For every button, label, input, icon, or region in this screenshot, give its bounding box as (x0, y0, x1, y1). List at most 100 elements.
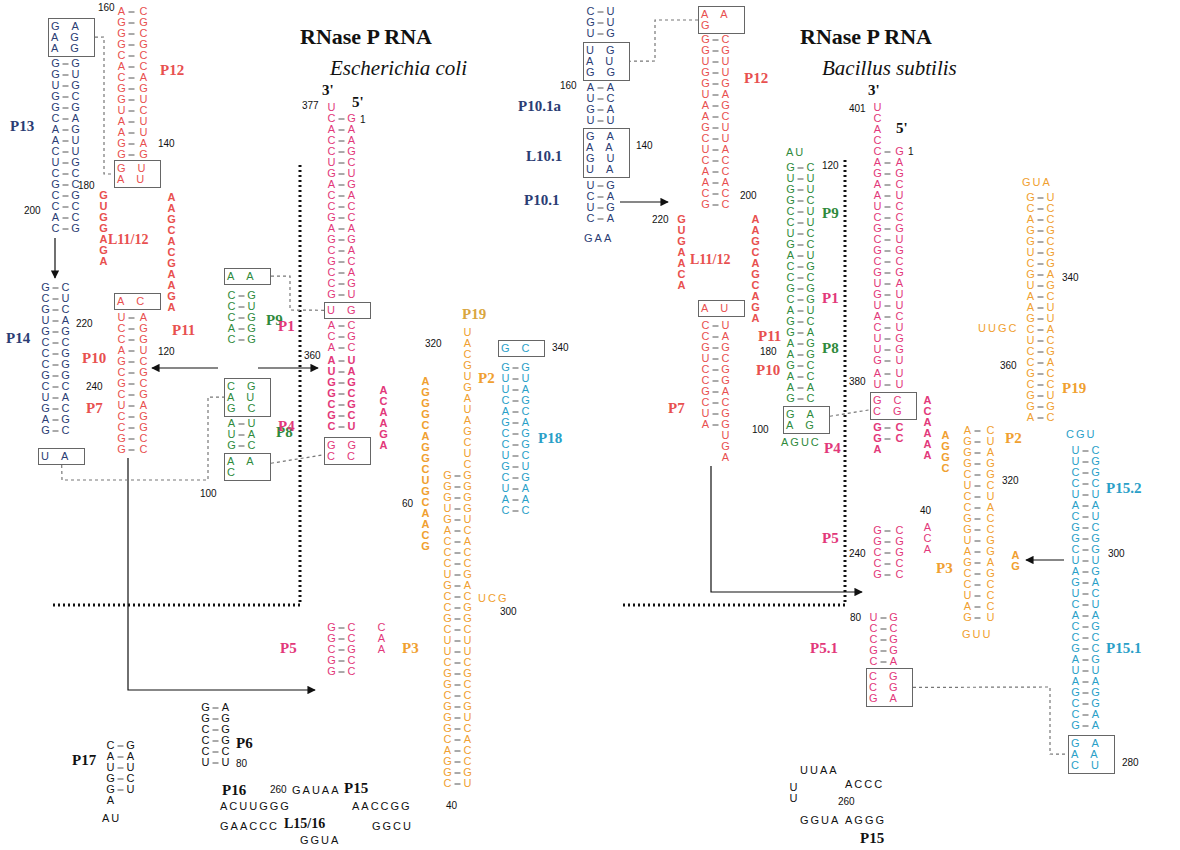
base-pair-tick (213, 752, 219, 753)
base-pair-tick (455, 740, 461, 741)
species-name: Escherichia coli (330, 56, 467, 80)
base-pair-tick (1083, 528, 1089, 529)
sequence-strand: CCGUCCGCUA (700, 320, 711, 430)
sequence-strand: CCGCC (346, 622, 357, 677)
base-pair-tick (339, 405, 345, 406)
base-pair-tick (63, 141, 69, 142)
base-pair-tick (798, 377, 804, 378)
boxed-nucleotides: AU (698, 300, 745, 317)
base-pair-tick (1038, 396, 1044, 397)
position-number: 120 (822, 160, 839, 172)
sequence-strand: GUGGG (246, 290, 257, 345)
boxed-nucleotides: GAAGAG (48, 18, 95, 57)
base-pair-tick (1083, 550, 1089, 551)
base-pair-tick (53, 288, 59, 289)
base-pair-tick (975, 530, 981, 531)
sequence-strand: AU (872, 368, 883, 390)
base-pair-tick (129, 450, 135, 451)
base-pair-tick (339, 229, 345, 230)
base-pair-tick (713, 414, 719, 415)
base-pair-tick (713, 381, 719, 382)
base-pair-tick (881, 618, 887, 619)
base-pair-tick (885, 531, 891, 532)
helix-label: P17 (72, 752, 96, 769)
base-pair-tick (129, 67, 135, 68)
base-pair-tick (455, 520, 461, 521)
sequence-strand: UCCGCGGAGCUUACGACCUGC (1045, 192, 1056, 423)
sequence-segment: GGUA (800, 814, 840, 826)
base-pair-tick (129, 318, 135, 319)
position-number: 340 (552, 342, 569, 354)
sequence-segment: GAUAA (292, 784, 341, 796)
base-pair-tick (885, 339, 891, 340)
base-pair-tick (339, 326, 345, 327)
base-pair-tick (339, 273, 345, 274)
helix-label: P8 (822, 340, 839, 357)
base-pair-tick (1083, 539, 1089, 540)
position-number: 180 (78, 180, 95, 192)
position-number: 300 (1108, 548, 1125, 560)
base-pair-tick (339, 672, 345, 673)
base-pair-tick (598, 99, 604, 100)
base-pair-tick (455, 476, 461, 477)
position-number: 300 (500, 606, 517, 618)
sequence-segment: UCG (478, 592, 508, 604)
sequence-segment: UUGC (978, 322, 1018, 334)
base-pair-tick (1083, 616, 1089, 617)
helix-label: P12 (160, 62, 184, 79)
sequence-strand: UUCCUACGGCUAGUCACCGAUAGCCG (1070, 445, 1081, 731)
base-pair-tick (798, 333, 804, 334)
base-pair-tick (713, 161, 719, 162)
helix-label: P12 (744, 70, 768, 87)
strand-end: 5' (352, 94, 364, 111)
base-pair-tick (885, 575, 891, 576)
base-pair-tick (63, 196, 69, 197)
base-pair-tick (129, 406, 135, 407)
base-pair-tick (885, 273, 891, 274)
tertiary-contact (271, 276, 324, 310)
base-pair-tick (713, 95, 719, 96)
base-pair-tick (885, 229, 891, 230)
base-pair-tick (798, 234, 804, 235)
base-pair-tick (1083, 605, 1089, 606)
helix-label: P15.1 (1106, 640, 1141, 657)
base-pair-tick (63, 185, 69, 186)
base-pair-tick (975, 519, 981, 520)
base-pair-tick (455, 498, 461, 499)
base-pair-tick (455, 652, 461, 653)
base-pair-tick (339, 628, 345, 629)
base-pair-tick (339, 394, 345, 395)
position-number: 140 (158, 138, 175, 150)
base-pair-tick (63, 152, 69, 153)
base-pair-tick (975, 453, 981, 454)
base-pair-tick (713, 326, 719, 327)
position-number: 340 (1062, 272, 1079, 284)
position-number: 220 (76, 318, 93, 330)
tertiary-contact (95, 37, 114, 174)
boxed-nucleotides: AC (114, 293, 161, 310)
base-pair-tick (1038, 209, 1044, 210)
base-pair-tick (339, 130, 345, 131)
base-pair-tick (598, 34, 604, 35)
base-pair-tick (975, 497, 981, 498)
base-pair-tick (975, 475, 981, 476)
base-pair-tick (713, 84, 719, 85)
position-number: 220 (652, 214, 669, 226)
base-pair-tick (129, 78, 135, 79)
sequence-segment: GAACCC (220, 820, 279, 832)
base-pair-tick (513, 390, 519, 391)
position-number: 80 (850, 612, 861, 624)
base-pair-tick (798, 212, 804, 213)
base-pair-tick (513, 412, 519, 413)
sequence-strand: UCCGC (868, 612, 879, 667)
base-pair-tick (1038, 374, 1044, 375)
position-number: 320 (1002, 475, 1019, 487)
base-pair-tick (798, 300, 804, 301)
base-pair-tick (455, 674, 461, 675)
base-pair-tick (975, 607, 981, 608)
boxed-nucleotides: AA (224, 268, 271, 285)
tertiary-contact (830, 410, 870, 416)
base-pair-tick (713, 194, 719, 195)
nucleotide-group: AAC (227, 456, 269, 478)
position-number: 360 (304, 350, 321, 362)
